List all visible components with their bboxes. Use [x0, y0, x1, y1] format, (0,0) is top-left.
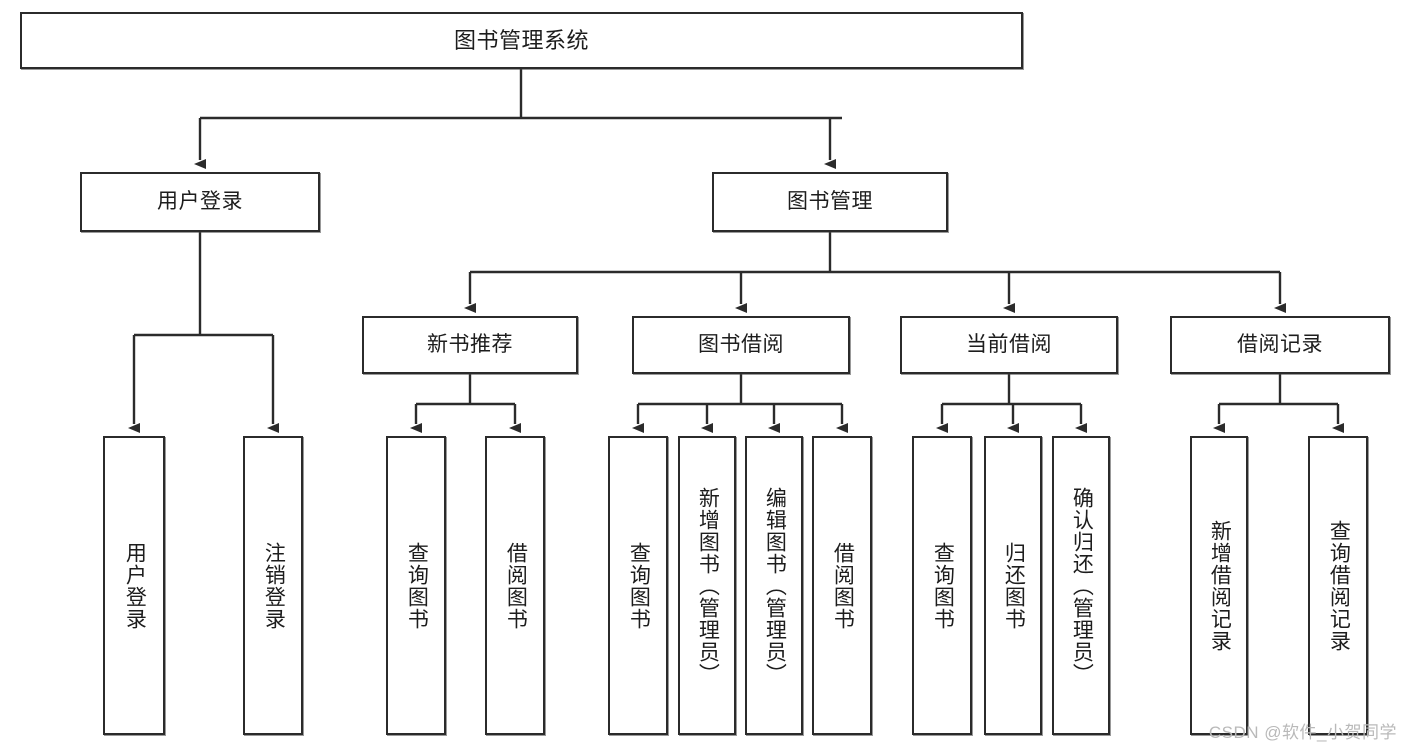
node-current-borrow-label: 当前借阅	[966, 332, 1052, 356]
node-leaf-return-book-label: 归还图书	[1002, 541, 1026, 630]
node-borrow-record[interactable]: 借阅记录	[1170, 316, 1390, 374]
node-leaf-confirm-return-admin[interactable]: 确认归还（管理员）	[1052, 436, 1110, 735]
node-leaf-query-book-borrow[interactable]: 查询图书	[608, 436, 668, 735]
node-leaf-query-book-current-label: 查询图书	[931, 541, 955, 630]
node-user-login-label: 用户登录	[157, 189, 243, 213]
node-leaf-borrow-book[interactable]: 借阅图书	[812, 436, 872, 735]
node-leaf-add-borrow-record-label: 新增借阅记录	[1208, 519, 1232, 652]
node-leaf-borrow-book-rec-label: 借阅图书	[504, 541, 528, 630]
node-new-book-recommend[interactable]: 新书推荐	[362, 316, 578, 374]
node-leaf-add-borrow-record[interactable]: 新增借阅记录	[1190, 436, 1248, 735]
node-leaf-query-book-current[interactable]: 查询图书	[912, 436, 972, 735]
node-book-manage[interactable]: 图书管理	[712, 172, 948, 232]
node-borrow-record-label: 借阅记录	[1237, 332, 1323, 356]
node-leaf-add-book-admin-label: 新增图书（管理员）	[696, 486, 720, 685]
node-leaf-borrow-book-label: 借阅图书	[831, 541, 855, 630]
node-leaf-query-book-rec[interactable]: 查询图书	[386, 436, 446, 735]
node-leaf-confirm-return-admin-label: 确认归还（管理员）	[1070, 486, 1094, 685]
node-leaf-edit-book-admin-label: 编辑图书（管理员）	[763, 486, 787, 685]
node-leaf-query-borrow-record-label: 查询借阅记录	[1327, 519, 1351, 652]
node-leaf-add-book-admin[interactable]: 新增图书（管理员）	[678, 436, 736, 735]
node-book-borrow[interactable]: 图书借阅	[632, 316, 850, 374]
node-book-manage-label: 图书管理	[787, 189, 873, 213]
node-user-login[interactable]: 用户登录	[80, 172, 320, 232]
node-current-borrow[interactable]: 当前借阅	[900, 316, 1118, 374]
node-root-label: 图书管理系统	[453, 27, 589, 53]
node-leaf-edit-book-admin[interactable]: 编辑图书（管理员）	[745, 436, 803, 735]
node-leaf-return-book[interactable]: 归还图书	[984, 436, 1042, 735]
node-leaf-query-borrow-record[interactable]: 查询借阅记录	[1308, 436, 1368, 735]
node-new-book-recommend-label: 新书推荐	[427, 332, 513, 356]
node-leaf-user-login[interactable]: 用户登录	[103, 436, 165, 735]
node-root[interactable]: 图书管理系统	[20, 12, 1023, 69]
node-leaf-user-logout[interactable]: 注销登录	[243, 436, 303, 735]
node-leaf-borrow-book-rec[interactable]: 借阅图书	[485, 436, 545, 735]
node-leaf-user-logout-label: 注销登录	[262, 541, 286, 630]
watermark: CSDN @软件_小贺同学	[1208, 723, 1397, 742]
node-book-borrow-label: 图书借阅	[698, 332, 784, 356]
node-leaf-user-login-label: 用户登录	[123, 541, 147, 630]
node-leaf-query-book-rec-label: 查询图书	[405, 541, 429, 630]
node-leaf-query-book-borrow-label: 查询图书	[627, 541, 651, 630]
